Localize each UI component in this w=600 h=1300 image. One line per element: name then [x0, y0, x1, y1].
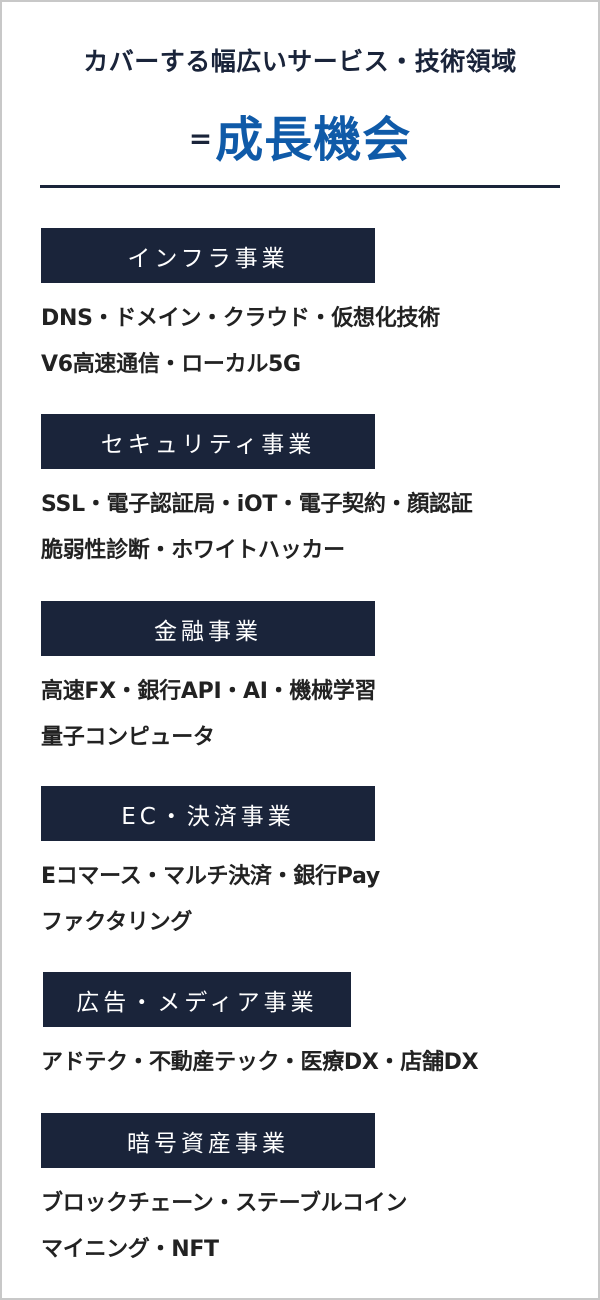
section-infrastructure: インフラ事業 DNS・ドメイン・クラウド・仮想化技術 V6高速通信・ローカル5G — [41, 228, 571, 388]
section-label: EC・決済事業 — [41, 786, 375, 841]
highlight-text: 成長機会 — [215, 112, 412, 168]
item-line: ファクタリング — [41, 910, 193, 935]
item-line: ブロックチェーン・ステーブルコイン — [41, 1191, 408, 1216]
page-title: カバーする幅広いサービス・技術領域 — [83, 47, 517, 76]
section-crypto-assets: 暗号資産事業 ブロックチェーン・ステーブルコイン マイニング・NFT — [41, 1113, 571, 1273]
divider — [40, 185, 560, 188]
item-line: SSL・電子認証局・iOT・電子契約・顔認証 — [41, 492, 473, 517]
section-ec-payment: EC・決済事業 Eコマース・マルチ決済・銀行Pay ファクタリング — [41, 786, 571, 946]
section-ad-media: 広告・メディア事業 アドテク・不動産テック・医療DX・店舗DX — [41, 972, 571, 1086]
item-line: 量子コンピュータ — [41, 725, 215, 750]
item-line: Eコマース・マルチ決済・銀行Pay — [41, 864, 380, 889]
section-label: 広告・メディア事業 — [43, 972, 351, 1027]
equals-sign: = — [188, 122, 214, 155]
section-label: 金融事業 — [41, 601, 375, 656]
item-line: 高速FX・銀行API・AI・機械学習 — [41, 679, 377, 704]
section-items: アドテク・不動産テック・医療DX・店舗DX — [41, 1040, 571, 1086]
section-label: インフラ事業 — [41, 228, 375, 283]
section-items: SSL・電子認証局・iOT・電子契約・顔認証 脆弱性診断・ホワイトハッカー — [41, 482, 571, 574]
section-items: ブロックチェーン・ステーブルコイン マイニング・NFT — [41, 1181, 571, 1273]
section-label: セキュリティ事業 — [41, 414, 375, 469]
section-items: Eコマース・マルチ決済・銀行Pay ファクタリング — [41, 854, 571, 946]
section-label: 暗号資産事業 — [41, 1113, 375, 1168]
page-subtitle: =成長機会 — [2, 100, 598, 170]
item-line: V6高速通信・ローカル5G — [41, 352, 301, 377]
section-items: 高速FX・銀行API・AI・機械学習 量子コンピュータ — [41, 669, 571, 761]
item-line: DNS・ドメイン・クラウド・仮想化技術 — [41, 306, 440, 331]
section-items: DNS・ドメイン・クラウド・仮想化技術 V6高速通信・ローカル5G — [41, 296, 571, 388]
section-security: セキュリティ事業 SSL・電子認証局・iOT・電子契約・顔認証 脆弱性診断・ホワ… — [41, 414, 571, 574]
item-line: マイニング・NFT — [41, 1237, 219, 1262]
section-finance: 金融事業 高速FX・銀行API・AI・機械学習 量子コンピュータ — [41, 601, 571, 761]
item-line: アドテク・不動産テック・医療DX・店舗DX — [41, 1050, 479, 1075]
item-line: 脆弱性診断・ホワイトハッカー — [41, 538, 345, 563]
